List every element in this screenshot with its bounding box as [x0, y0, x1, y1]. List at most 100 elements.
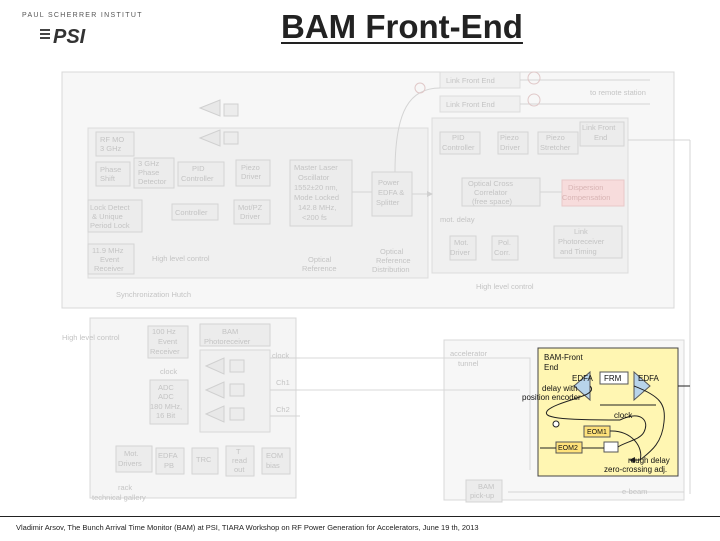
label-mot-drivers-2: Drivers [118, 459, 142, 468]
label-mot-driver-2: Driver [450, 248, 471, 257]
label-master-laser-5: 142.8 MHz, [298, 203, 336, 212]
filter-box-2 [223, 131, 239, 145]
label-edfa-pb-1: EDFA [158, 451, 178, 460]
label-event-receiver-1: 11.9 MHz [92, 246, 124, 255]
link-photoreceiver-box [553, 225, 623, 259]
label-master-laser-3: 1552±20 nm, [294, 183, 338, 192]
label-lock-detect-2: & Unique [92, 212, 123, 221]
label-clock-a: clock [272, 351, 289, 360]
pol-corr-box [491, 235, 519, 261]
label-occ-2: Correlator [474, 188, 508, 197]
pr-amp-1 [204, 357, 225, 375]
edfa-pb-box [155, 447, 185, 475]
label-dispersion-1: Dispersion [568, 183, 603, 192]
fiber-loop-1 [545, 385, 621, 421]
fiber-loop-3 [617, 415, 647, 448]
pr-filter-3 [229, 407, 245, 421]
bam-photoreceiver-box [199, 323, 271, 347]
label-t-read-out-3: out [234, 465, 245, 474]
logo-psi-text: PSI [53, 26, 86, 46]
label-phase-detector-2: Phase [138, 168, 159, 177]
link-piezo-stretcher-box [537, 131, 579, 155]
label-phase-detector-1: 3 GHz [138, 159, 160, 168]
label-mot-drivers-1: Mot. [124, 449, 139, 458]
label-clock-right: clock [614, 411, 633, 420]
pr-amp-2 [204, 381, 225, 399]
label-phase-detector-3: Detector [138, 177, 167, 186]
label-link-piezo-driver-2: Driver [500, 143, 521, 152]
event-receiver-box [87, 243, 135, 275]
label-adc-2: ADC [158, 392, 174, 401]
label-ord-3: Distribution [372, 265, 410, 274]
label-bam-front-end-1: BAM-Front [544, 353, 583, 362]
label-accelerator-1: accelerator [450, 349, 488, 358]
mot-drivers-box [115, 445, 153, 473]
label-frm: FRM [604, 374, 622, 383]
label-pol-corr-2: Corr. [494, 248, 510, 257]
label-rough-delay-2: zero-crossing adj. [604, 465, 667, 474]
master-laser-box [289, 159, 353, 227]
label-to-remote-station: to remote station [590, 88, 646, 97]
label-rf-mo-1: RF MO [100, 135, 124, 144]
label-ord-2: Reference [376, 256, 411, 265]
frm-box [599, 371, 629, 385]
label-bam-pickup-2: pick-up [470, 491, 494, 500]
faded-fiber-6 [394, 87, 441, 173]
optical-cross-correlator-box [461, 177, 541, 207]
label-master-laser-1: Master Laser [294, 163, 338, 172]
trc-box [191, 447, 219, 475]
label-lock-detect-3: Period Lock [90, 221, 130, 230]
pid-controller-box [177, 161, 225, 187]
link-front-end-box-3 [579, 121, 625, 147]
rough-delay-box [603, 441, 619, 453]
bam-front-end-highlight [537, 347, 690, 477]
label-rack-1: rack [118, 483, 132, 492]
label-bam-photoreceiver-1: BAM [222, 327, 238, 336]
label-link-front-end-3b: End [594, 133, 607, 142]
amplifier-triangle-1 [198, 99, 221, 117]
label-power-edfa-3: Splitter [376, 198, 400, 207]
piezo-driver-box [235, 159, 271, 187]
label-rack-2: technical gallery [92, 493, 146, 502]
label-edfa-pb-2: PB [164, 461, 174, 470]
label-eom-bias-2: bias [266, 461, 280, 470]
label-master-laser-6: <200 fs [302, 213, 327, 222]
label-lock-detect-1: Lock Detect [90, 203, 131, 212]
fiber-eom1 [609, 430, 642, 463]
label-phase-shift-2: Shift [100, 174, 116, 183]
label-t-read-out-2: read [232, 456, 247, 465]
rf-mo-box [95, 131, 135, 157]
label-edfa-1: EDFA [572, 374, 594, 383]
faded-cable-1 [300, 357, 531, 470]
filter-box-1 [223, 103, 239, 117]
label-controller: Controller [175, 208, 208, 217]
label-bam-event-receiver-1: 100 Hz [152, 327, 176, 336]
amplifier-triangle-2 [198, 129, 221, 147]
label-power-edfa-1: Power [378, 178, 400, 187]
fiber-loop-2 [633, 385, 665, 461]
label-dispersion-2: Compensation [562, 193, 610, 202]
faded-background-layer [61, 71, 691, 503]
label-pol-corr-1: Pol. [498, 238, 511, 247]
label-eom-bias-1: EOM [266, 451, 283, 460]
psi-logo: PAUL SCHERRER INSTITUT PSI [22, 12, 141, 46]
t-read-out-box [225, 445, 255, 477]
bam-front-end-box [537, 347, 679, 477]
label-delay-with-2: position encoder [522, 393, 581, 402]
label-eom2: EOM2 [558, 445, 578, 452]
label-link-pid-2: Controller [442, 143, 475, 152]
mot-driver-box [449, 235, 477, 261]
label-motor-driver-1: Mot/PZ [238, 203, 263, 212]
label-t-read-out-1: T [236, 447, 241, 456]
label-piezo-driver-1: Piezo [241, 163, 260, 172]
lock-detect-box [87, 199, 143, 233]
label-motor-driver-2: Driver [240, 212, 261, 221]
bam-event-receiver-box [147, 325, 189, 359]
label-trc: TRC [196, 455, 212, 464]
phase-detector-box [133, 157, 175, 189]
label-eom1: EOM1 [587, 429, 607, 436]
logo-top-text: PAUL SCHERRER INSTITUT [22, 12, 143, 19]
footer-citation: Vladimir Arsov, The Bunch Arrival Time M… [16, 523, 479, 532]
phase-shift-box [95, 161, 131, 187]
